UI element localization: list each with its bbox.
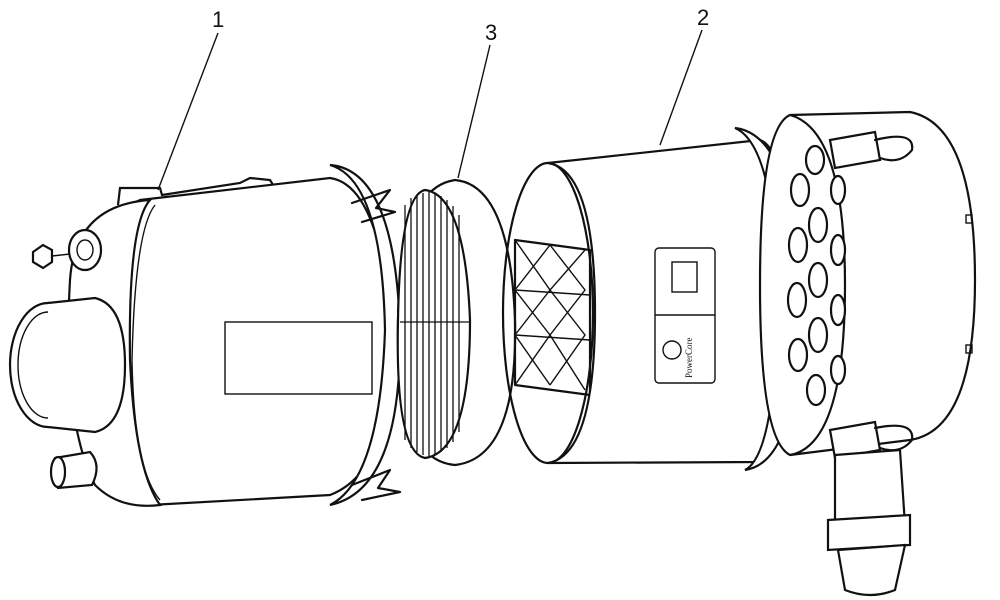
precleaner-tubes (786, 144, 847, 407)
brand-label: PowerCore (684, 338, 694, 379)
housing-label-plate (224, 321, 373, 395)
dust-valve-tip (836, 543, 907, 597)
label-barcode-box (671, 261, 698, 293)
callout-3-label: 3 (485, 20, 497, 45)
callout-1: 1 (157, 7, 224, 191)
callout-2: 2 (659, 5, 709, 146)
main-element-opening (501, 161, 595, 465)
callout-2-leader (659, 29, 703, 146)
callout-3-leader (457, 44, 491, 179)
dust-valve-collar (826, 513, 912, 552)
housing-clip-bottom (350, 468, 402, 502)
housing-clip-top (350, 188, 397, 224)
part-2-main-element: PowerCore (501, 126, 802, 472)
brand-logo-icon (662, 340, 682, 360)
inlet-latch-top (828, 130, 914, 170)
callout-1-label: 1 (212, 7, 224, 32)
main-element-body (547, 138, 794, 465)
sensor-plug (31, 243, 54, 270)
sensor-port (67, 228, 103, 272)
safety-element-grille (400, 192, 470, 456)
lattice-core (513, 238, 592, 397)
part-1-housing (8, 163, 402, 507)
callout-1-leader (157, 32, 219, 191)
end-cap-seam (131, 204, 161, 501)
outlet-tube-body (47, 296, 127, 434)
callout-3: 3 (457, 20, 497, 179)
part-3-safety-element (396, 178, 517, 467)
housing-body (98, 176, 394, 507)
callout-2-label: 2 (697, 5, 709, 30)
housing-rim (329, 163, 402, 507)
safety-element-face (396, 188, 472, 460)
inlet-cover (758, 110, 977, 597)
